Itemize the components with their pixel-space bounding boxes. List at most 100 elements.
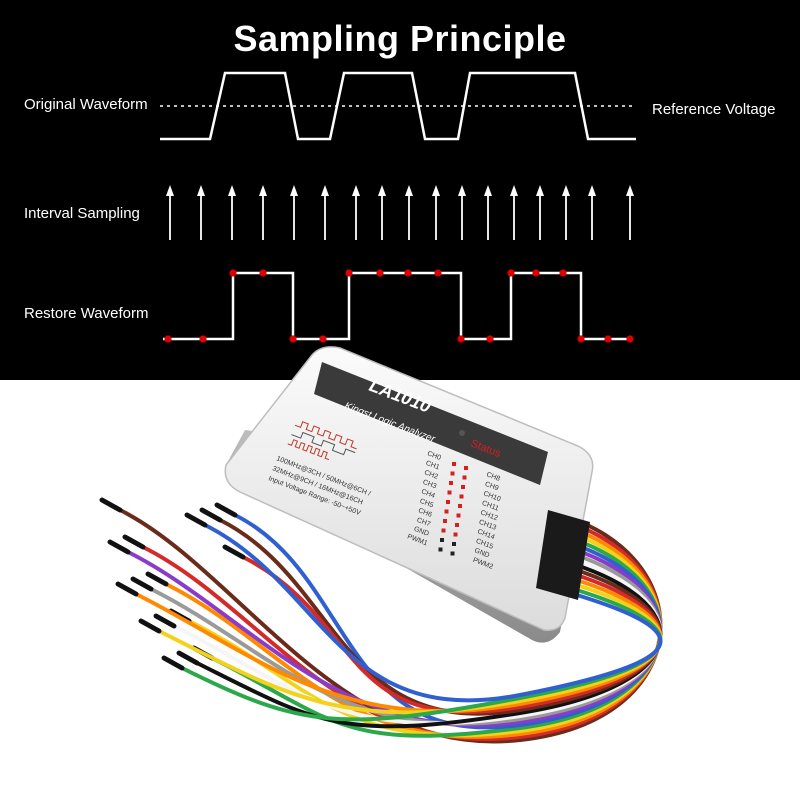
interval-sampling-arrows — [166, 185, 634, 240]
sample-arrow — [510, 185, 518, 240]
restore-waveform-label: Restore Waveform — [24, 305, 149, 322]
probe-tip — [153, 613, 177, 629]
probe-tip — [199, 507, 223, 523]
pin-label: CH9 — [484, 481, 500, 493]
pin-label: CH0 — [426, 450, 442, 462]
pin — [441, 528, 446, 533]
interval-sampling-label: Interval Sampling — [24, 205, 140, 222]
probe-tip — [99, 497, 123, 513]
device-label-band — [314, 362, 548, 485]
pin-label: CH8 — [485, 471, 501, 483]
probe-tip — [222, 544, 246, 560]
sample-arrow — [228, 185, 236, 240]
sample-point — [164, 335, 172, 343]
probe-tip — [214, 502, 238, 518]
pin — [462, 475, 467, 480]
pin — [452, 542, 456, 546]
sample-point — [376, 269, 384, 277]
sample-point — [507, 269, 515, 277]
pin — [438, 547, 443, 552]
sample-point — [559, 269, 567, 277]
sample-point — [604, 335, 612, 343]
probe-wire — [180, 583, 663, 722]
probe-tip — [176, 650, 200, 666]
pin-label: CH2 — [423, 469, 439, 481]
pin-label: CH4 — [420, 488, 436, 500]
pin — [461, 485, 465, 489]
probe-tip — [161, 655, 185, 671]
sample-point — [577, 335, 585, 343]
sample-arrow — [626, 185, 634, 240]
sample-arrow — [197, 185, 205, 240]
sample-point — [457, 335, 465, 343]
sample-point — [404, 269, 412, 277]
pin — [450, 471, 455, 476]
pin — [444, 509, 449, 514]
sample-point — [229, 269, 237, 277]
sample-arrow — [484, 185, 492, 240]
probe-wires — [99, 497, 663, 744]
pin — [453, 532, 458, 537]
sample-arrow — [166, 185, 174, 240]
probe-tip — [122, 534, 146, 550]
probe-tip — [115, 581, 139, 597]
sample-arrow — [588, 185, 596, 240]
original-waveform-label: Original Waveform — [24, 96, 148, 113]
pin-label: CH6 — [417, 507, 433, 519]
pin-header — [438, 462, 468, 556]
pin — [464, 466, 468, 470]
pin-label: CH5 — [419, 498, 435, 510]
sample-arrow — [432, 185, 440, 240]
pin — [456, 513, 461, 518]
device-top-face — [224, 346, 594, 631]
probe-tip — [138, 618, 162, 634]
sample-arrow — [321, 185, 329, 240]
logic-analyzer-device: LA1010 Kingst Logic Analyzer Status 100M… — [99, 346, 663, 744]
sample-point — [199, 335, 207, 343]
sample-arrow — [562, 185, 570, 240]
sample-point — [532, 269, 540, 277]
sampling-diagram-panel — [0, 0, 800, 380]
sample-arrow — [290, 185, 298, 240]
pin — [447, 490, 452, 495]
pin — [452, 462, 456, 466]
sample-arrow — [259, 185, 267, 240]
sample-point — [289, 335, 297, 343]
pin-label: CH3 — [422, 479, 438, 491]
sample-points — [164, 269, 634, 343]
pin-label: CH7 — [416, 517, 432, 529]
pin-label: CH1 — [425, 460, 441, 472]
pin — [449, 481, 453, 485]
sample-point — [345, 269, 353, 277]
pin — [458, 504, 462, 508]
pin — [440, 538, 444, 542]
sample-arrow — [378, 185, 386, 240]
sample-point — [259, 269, 267, 277]
pin — [446, 500, 450, 504]
probe-tip — [130, 576, 154, 592]
sample-point — [626, 335, 634, 343]
page-title: Sampling Principle — [233, 18, 567, 59]
sample-arrow — [458, 185, 466, 240]
pin — [455, 523, 459, 527]
pin — [459, 494, 464, 499]
sample-point — [319, 335, 327, 343]
sample-arrow — [352, 185, 360, 240]
sample-point — [486, 335, 494, 343]
status-led — [459, 430, 465, 436]
probe-wire — [203, 523, 663, 703]
sample-point — [434, 269, 442, 277]
pin — [443, 519, 447, 523]
device-connector — [536, 510, 590, 600]
probe-tip — [184, 512, 208, 528]
probe-tip — [107, 539, 131, 555]
printed-waveforms — [287, 421, 357, 461]
original-waveform — [160, 71, 636, 141]
sample-arrow — [405, 185, 413, 240]
probe-wire — [157, 578, 663, 715]
reference-voltage-label: Reference Voltage — [652, 101, 776, 118]
sample-arrow — [536, 185, 544, 240]
sampling-diagram — [160, 71, 636, 343]
probe-tip — [145, 571, 169, 587]
